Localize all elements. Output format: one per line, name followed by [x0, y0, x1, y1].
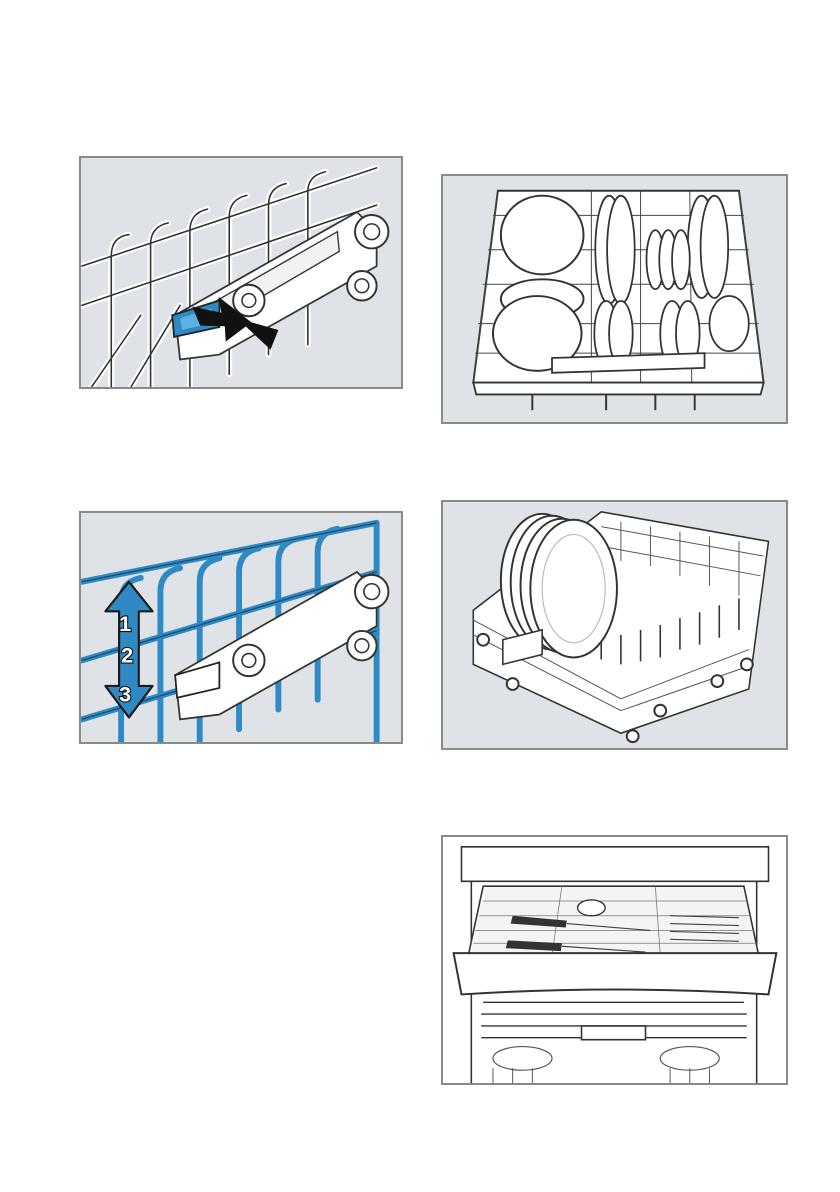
rack-height-arrow-icon: 1 2 3 — [81, 513, 401, 742]
upper-basket-dishes-icon — [443, 176, 786, 422]
figure-rack-height-positions: 1 2 3 — [79, 511, 403, 744]
cutlery-drawer-icon — [443, 837, 786, 1083]
figure-lower-rack-plates — [441, 500, 788, 750]
figure-release-lever — [79, 156, 403, 389]
figure-cutlery-drawer — [441, 835, 788, 1085]
position-label-1: 1 — [119, 611, 131, 636]
figure-upper-rack-loaded — [441, 174, 788, 424]
lower-basket-plates-icon — [443, 502, 786, 748]
position-label-3: 3 — [119, 682, 131, 707]
position-label-2: 2 — [121, 642, 133, 667]
rack-adjust-lever-icon — [81, 158, 401, 387]
